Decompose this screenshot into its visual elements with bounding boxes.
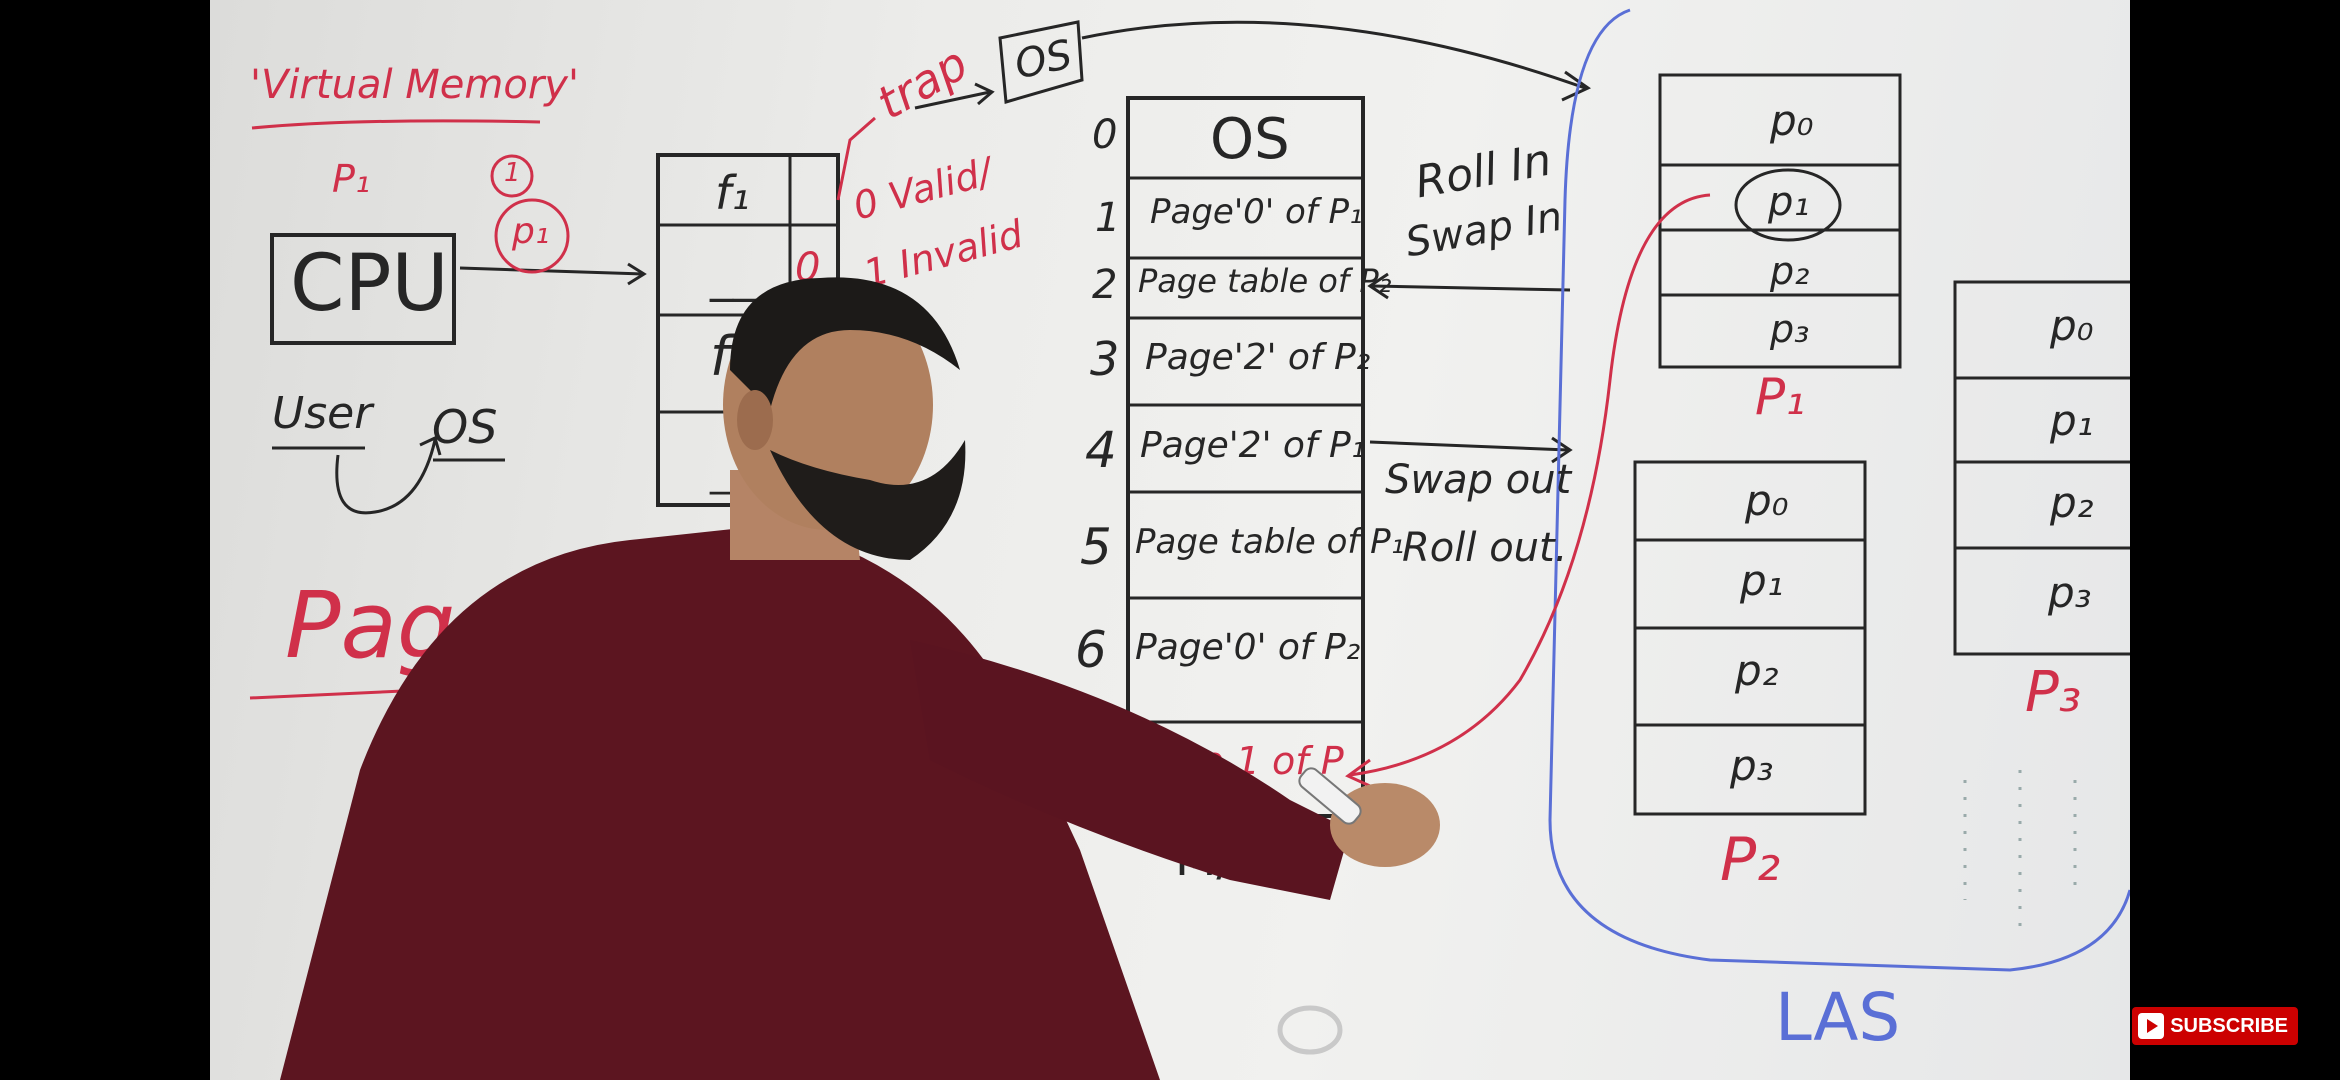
p2-process-label: P₂ [1720, 825, 1781, 895]
step-number: 1 [504, 158, 521, 188]
whiteboard: 'Virtual Memory' P₁ 1 p₁ CPU User OS Pag… [210, 0, 2130, 1080]
p3-page-3: p₃ [2048, 568, 2092, 617]
subscribe-label: SUBSCRIBE [2170, 1014, 2288, 1037]
p1-circle-label: p₁ [512, 211, 550, 252]
mem-index-6: 6 [1075, 621, 1107, 679]
p2-page-3: p₃ [1730, 741, 1774, 790]
mem-row-0: OS [1210, 107, 1290, 172]
subscribe-button[interactable]: SUBSCRIBE [2132, 1007, 2298, 1045]
play-icon [2138, 1013, 2165, 1039]
mem-index-0: 0 [1092, 112, 1118, 158]
page-table-row-2-frame: ___ [710, 248, 779, 302]
mem-index-4: 4 [1085, 421, 1117, 479]
page-table-row-4-frame: _ [710, 449, 730, 495]
p2-page-2: p₂ [1735, 646, 1779, 695]
p2-page-1: p₁ [1740, 556, 1784, 605]
presenter-figure [280, 277, 1440, 1080]
cpu-label: CPU [290, 239, 449, 329]
mem-index-3: 3 [1090, 332, 1120, 386]
p1-page-2: p₂ [1770, 249, 1810, 293]
swap-out-label: Swap out [1385, 457, 1572, 503]
title-virtual-memory: 'Virtual Memory' [250, 62, 579, 108]
p3-process-label: P₃ [2025, 660, 2082, 725]
page-table-row-1-frame: f₁ [715, 166, 750, 220]
p1-page-3: p₃ [1770, 307, 1810, 351]
user-label: User [272, 388, 373, 439]
mem-index-2: 2 [1092, 262, 1118, 308]
p3-page-2: p₂ [2050, 478, 2094, 527]
mem-row-6: Page'0' of P₂ [1135, 627, 1361, 668]
mem-row-4: Page'2' of P₁ [1140, 425, 1366, 466]
mem-row-1: Page'0' of P₁ [1150, 192, 1363, 232]
p2-page-0: p₀ [1745, 476, 1789, 525]
mem-index-5: 5 [1080, 518, 1112, 576]
mem-row-3: Page'2' of P₂ [1145, 337, 1371, 378]
mem-row-5: Page table of P₁ [1135, 522, 1405, 562]
p1-label: P₁ [332, 157, 371, 201]
mem-index-1: 1 [1095, 195, 1121, 241]
mem-row-2: Page table of P₂ [1138, 262, 1392, 300]
os-small-label: OS [432, 400, 498, 454]
p1-page-1: p₁ [1768, 179, 1810, 225]
p3-page-0: p₀ [2050, 301, 2094, 350]
p3-page-1: p₁ [2050, 396, 2094, 445]
p1-process-label: P₁ [1755, 368, 1806, 426]
las-label: LAS [1775, 979, 1901, 1056]
roll-out-label: Roll out. [1402, 525, 1568, 571]
p1-page-0: p₀ [1770, 96, 1814, 145]
